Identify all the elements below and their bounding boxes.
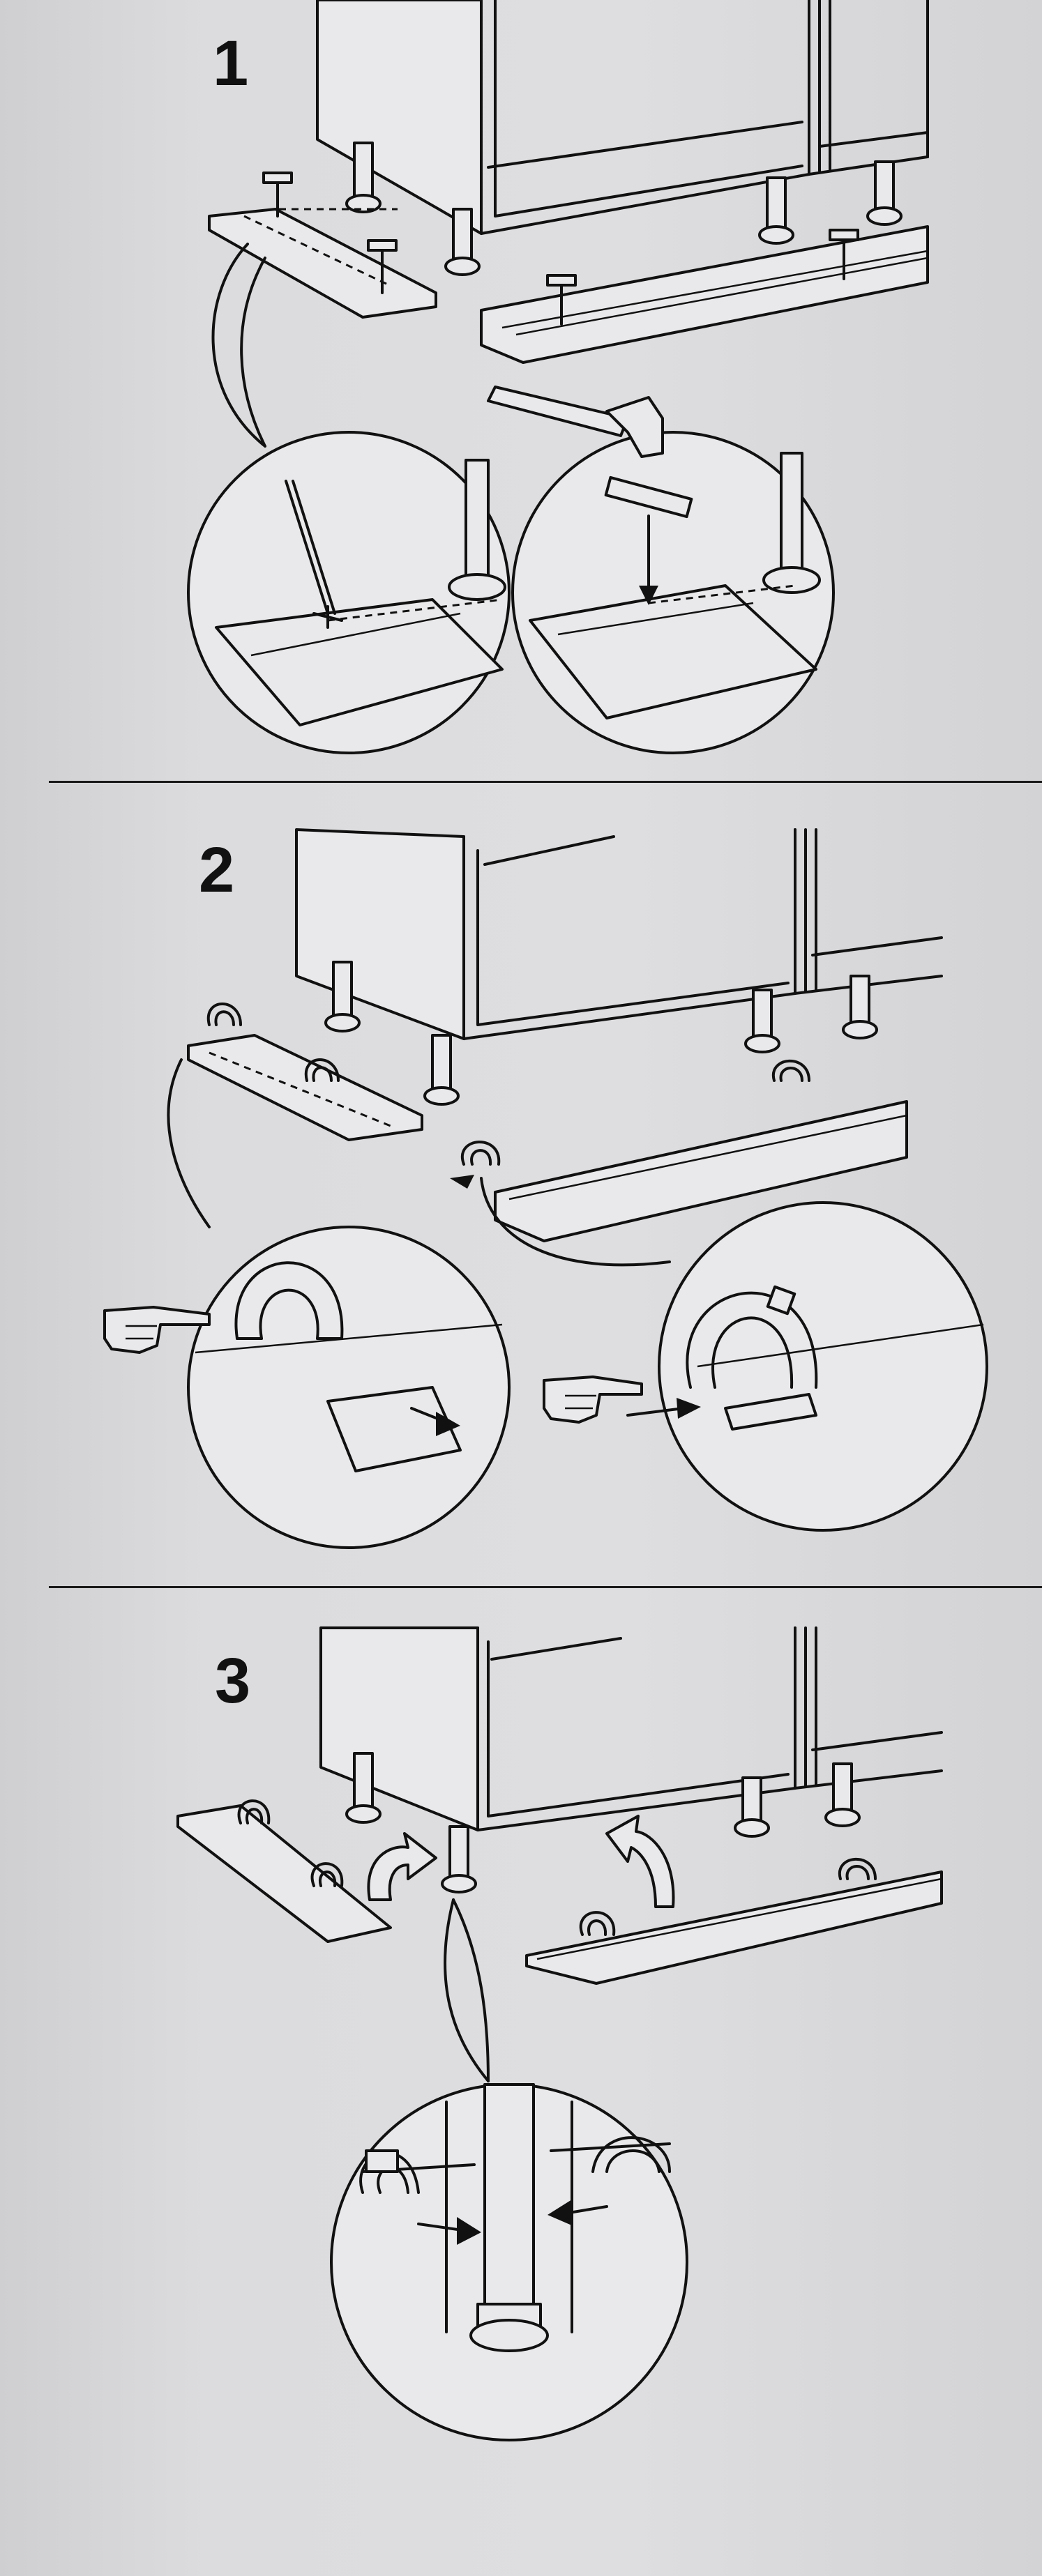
clip-icon [546, 229, 859, 326]
clip-icon [206, 1003, 340, 1082]
cabinet-leg-icon [324, 961, 878, 1106]
clip-icon [262, 172, 398, 294]
step-1: 1 [0, 0, 1042, 781]
step-number: 3 [215, 1645, 251, 1716]
cabinet [316, 0, 929, 235]
cabinet-leg-icon [345, 142, 903, 276]
step-3: 3 [0, 1593, 1042, 2576]
pointing-hand-icon [543, 1375, 643, 1424]
step-divider [49, 1586, 1042, 1588]
step-divider [49, 781, 1042, 783]
clip-icon [450, 1059, 810, 1189]
clip-detail-left [195, 1261, 503, 1472]
clip-icon [237, 1799, 344, 1887]
detail-circle-clip-right [658, 1201, 988, 1532]
arrow-icon [367, 1815, 675, 1908]
clip-detail-right [626, 1285, 984, 1431]
step-number: 1 [213, 28, 249, 99]
hammer-icon [487, 386, 664, 458]
pointing-hand-icon [103, 1306, 211, 1354]
cabinet-leg-icon [345, 1752, 861, 1893]
hammer-detail [529, 452, 821, 719]
leg-detail [359, 2083, 671, 2352]
marking-detail [215, 459, 506, 726]
cabinet [295, 828, 943, 1040]
detail-circle-clip-left [187, 1226, 511, 1549]
step-2-illustration [103, 828, 988, 1549]
clip-icon [579, 1857, 877, 1936]
step-number: 2 [199, 834, 235, 906]
step-3-illustration [176, 1626, 943, 2441]
step-2: 2 [0, 788, 1042, 1583]
step-1-illustration [187, 0, 929, 754]
